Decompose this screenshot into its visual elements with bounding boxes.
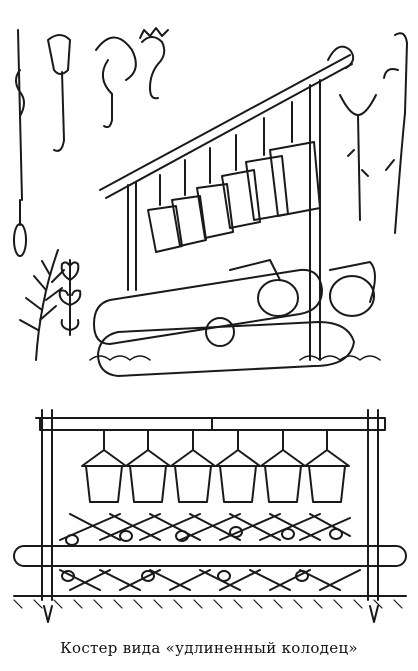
front-pot-4-icon	[215, 429, 261, 503]
pot-2-icon	[171, 159, 207, 247]
front-firewood	[13, 513, 407, 591]
pot-3-icon	[196, 147, 234, 239]
front-pot-3-icon	[170, 429, 216, 503]
perspective-pots	[147, 101, 321, 253]
front-frame	[35, 409, 386, 601]
grass-top	[89, 355, 381, 361]
pole-with-hanging-loop-icon	[13, 29, 27, 257]
front-pot-2-icon	[125, 429, 171, 503]
curly-plant-icon	[58, 259, 82, 336]
pot-5-icon	[245, 117, 289, 221]
pot-1-icon	[147, 174, 183, 253]
fork-stick-icon	[339, 94, 377, 221]
branch-hook-icon	[383, 32, 408, 234]
pot-hook-3-icon	[139, 27, 169, 100]
pot-4-icon	[221, 134, 261, 229]
fern-plant-icon	[19, 249, 65, 361]
figure-caption: Костер вида «удлиненный колодец»	[60, 639, 358, 657]
front-pot-5-icon	[260, 429, 306, 503]
front-pot-6-icon	[304, 429, 350, 503]
pot-hook-2-icon	[95, 36, 137, 129]
ground-line	[13, 595, 407, 623]
front-pots	[81, 429, 350, 503]
perspective-logs	[93, 259, 376, 377]
pot-hook-1-icon	[47, 34, 71, 152]
pot-6-icon	[269, 101, 321, 217]
front-pot-1-icon	[81, 429, 127, 503]
perspective-frame	[99, 45, 355, 361]
